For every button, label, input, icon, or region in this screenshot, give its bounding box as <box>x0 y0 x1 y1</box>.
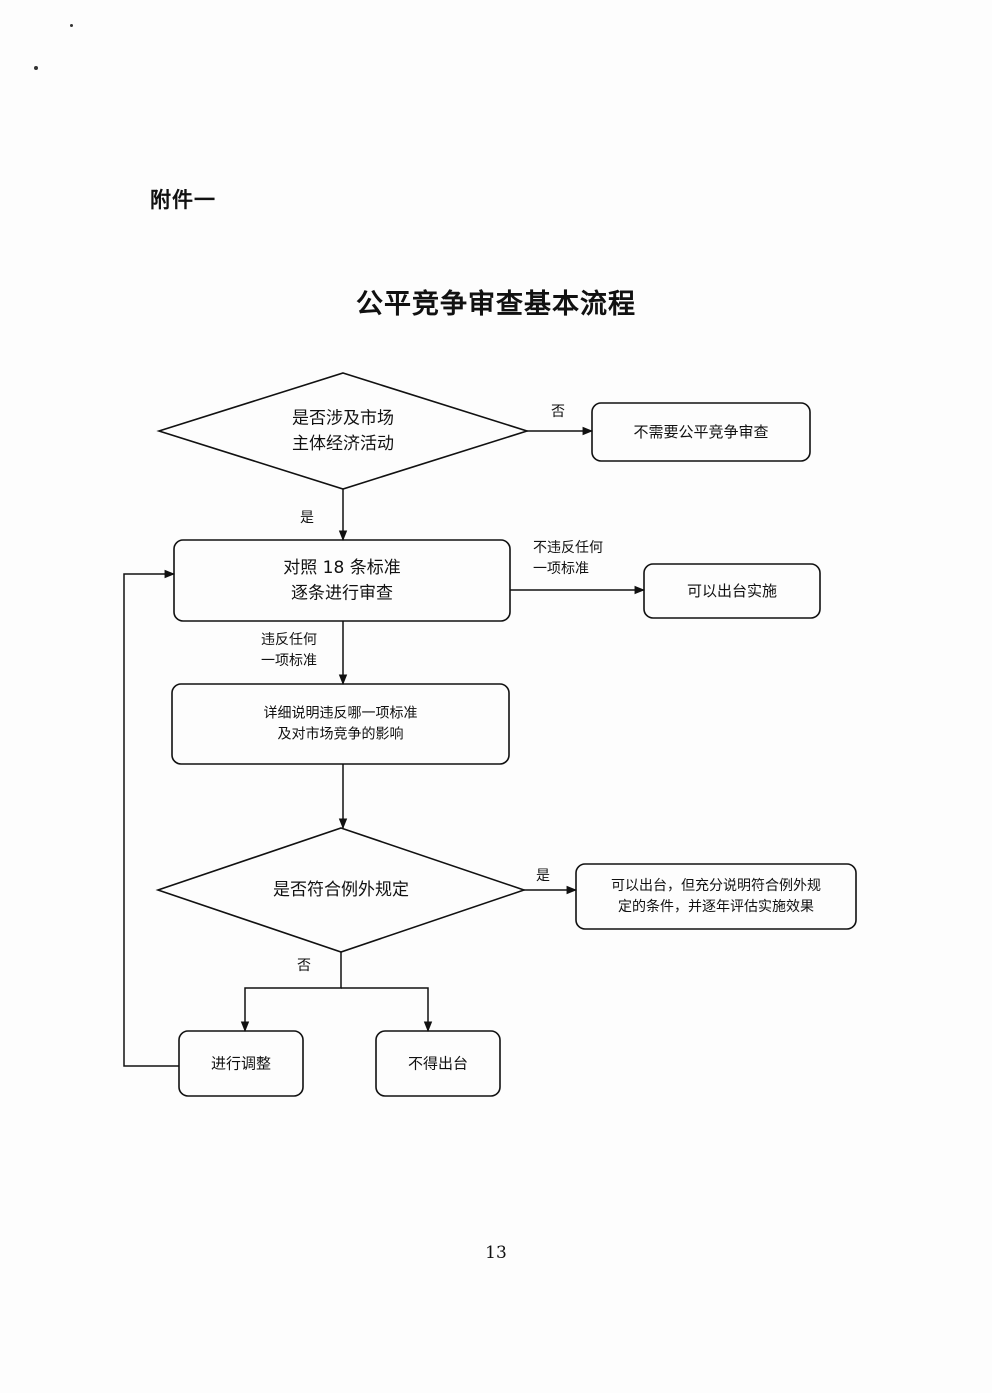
process-node-n_exception <box>575 863 857 930</box>
attachment-label: 附件一 <box>150 188 216 212</box>
edge-label-p1-p2: 一项标准 <box>261 653 317 669</box>
node-label-n_adjust: 进行调整 <box>211 1055 271 1073</box>
edge-label-d1-p1: 是 <box>300 510 314 526</box>
node-label-p2: 及对市场竞争的影响 <box>278 726 404 743</box>
connector-arrow-n_adjust-p1 <box>123 569 179 1067</box>
page-number: 13 <box>485 1243 507 1263</box>
scan-speck <box>70 24 73 27</box>
node-label-p2: 详细说明违反哪一项标准 <box>264 706 418 722</box>
edge-label-d2-n_adjust: 否 <box>297 958 311 974</box>
scan-speck <box>34 66 38 70</box>
edge-label-d1-n_no_review: 否 <box>551 404 565 420</box>
edge-label-p1-n_implement: 一项标准 <box>533 561 589 577</box>
node-label-n_exception: 定的条件，并逐年评估实施效果 <box>618 898 814 915</box>
connector-arrow-d2-n_adjust <box>240 952 342 1033</box>
node-label-p1: 逐条进行审查 <box>291 583 393 603</box>
node-label-n_reject: 不得出台 <box>408 1055 468 1073</box>
node-label-n_implement: 可以出台实施 <box>687 582 777 600</box>
node-label-d1: 是否涉及市场 <box>292 408 394 428</box>
edge-label-p1-n_implement: 不违反任何 <box>533 540 603 556</box>
node-label-n_exception: 可以出台，但充分说明符合例外规 <box>611 878 821 894</box>
connector-arrow-d2-n_reject <box>341 987 433 1033</box>
node-label-d1: 主体经济活动 <box>292 434 394 454</box>
node-label-d2: 是否符合例外规定 <box>273 880 409 900</box>
node-label-n_no_review: 不需要公平竞争审查 <box>633 423 768 441</box>
process-node-p2 <box>171 683 510 765</box>
edge-label-d2-n_exception: 是 <box>536 868 550 884</box>
process-node-n_reject <box>375 1030 501 1097</box>
process-node-p1 <box>173 539 511 622</box>
edge-label-p1-p2: 违反任何 <box>261 632 317 648</box>
page-title: 公平竞争审查基本流程 <box>356 289 636 320</box>
node-label-p1: 对照 18 条标准 <box>283 558 400 578</box>
decision-node-d1 <box>156 372 530 490</box>
